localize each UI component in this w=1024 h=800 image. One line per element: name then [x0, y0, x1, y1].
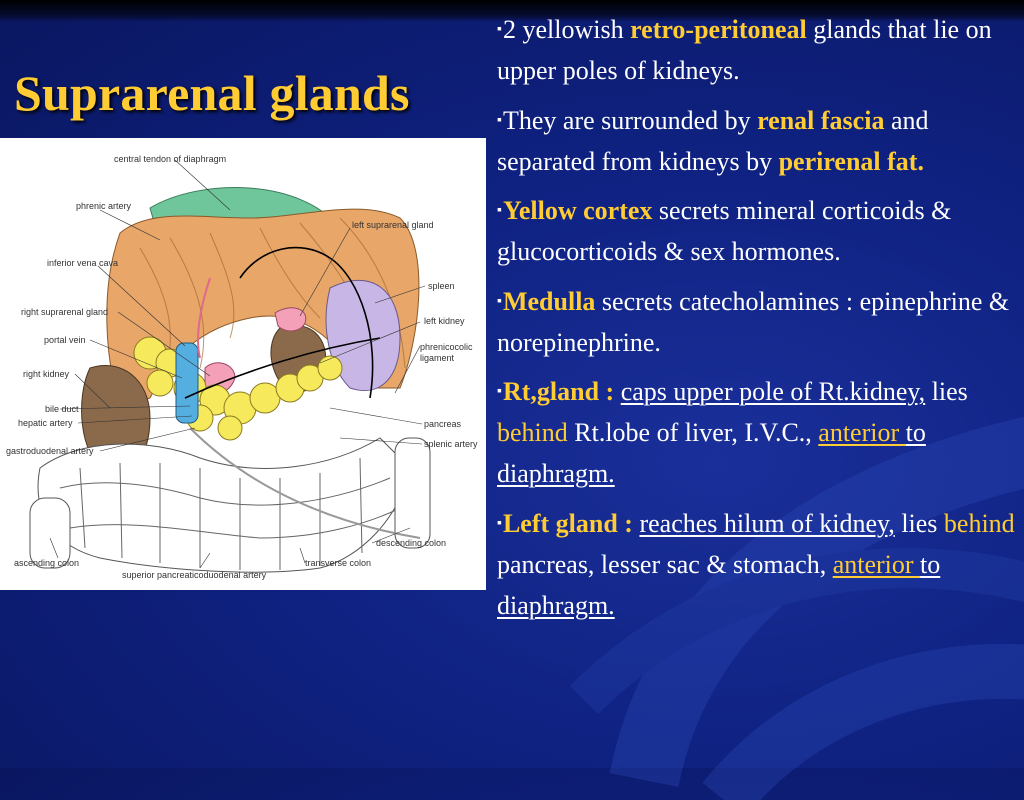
bullet-item-left-gland: ▪Left gland : reaches hilum of kidney, l… — [497, 508, 1015, 620]
bullet-icon: ▪ — [497, 203, 502, 218]
label-transverse-colon: transverse colon — [305, 558, 371, 568]
label-superior-pancreatico: superior pancreaticoduodenal artery — [122, 570, 267, 580]
bullet-item-right-gland: ▪Rt,gland : caps upper pole of Rt.kidney… — [497, 377, 968, 488]
label-splenic-artery: splenic artery — [424, 439, 478, 449]
label-bile-duct: bile duct — [45, 404, 79, 414]
slide-title: Suprarenal glands — [14, 65, 410, 121]
bullet-icon: ▪ — [497, 293, 502, 309]
bullet-icon: ▪ — [497, 112, 502, 128]
bullet-item-medulla: ▪Medulla secrets catecholamines : epinep… — [497, 286, 1010, 357]
anatomy-figure: central tendon of diaphragm phrenic arte… — [0, 138, 486, 590]
anatomy-diagram: central tendon of diaphragm phrenic arte… — [6, 154, 478, 580]
label-pancreas: pancreas — [424, 419, 462, 429]
label-ligament: ligament — [420, 353, 455, 363]
label-phrenic-artery: phrenic artery — [76, 201, 132, 211]
label-left-kidney: left kidney — [424, 316, 465, 326]
label-gastroduodenal: gastroduodenal artery — [6, 446, 94, 456]
bullet-item-retroperitoneal: ▪2 yellowish retro-peritoneal glands tha… — [497, 15, 992, 85]
label-right-suprarenal: right suprarenal gland — [21, 307, 108, 317]
bullet-icon: ▪ — [497, 384, 502, 399]
background-swirl — [569, 416, 1024, 800]
label-portal-vein: portal vein — [44, 335, 86, 345]
bullet-item-renal-fascia: ▪They are surrounded by renal fascia and… — [497, 105, 929, 176]
label-inferior-vena-cava: inferior vena cava — [47, 258, 118, 268]
bullet-item-yellow-cortex: ▪Yellow cortex secrets mineral corticoid… — [497, 196, 952, 266]
label-central-tendon: central tendon of diaphragm — [114, 154, 226, 164]
label-spleen: spleen — [428, 281, 455, 291]
bullet-icon: ▪ — [497, 22, 502, 37]
bullet-list: ▪2 yellowish retro-peritoneal glands tha… — [497, 9, 1019, 634]
label-ascending-colon: ascending colon — [14, 558, 79, 568]
label-phrenicocolic: phrenicocolic — [420, 342, 473, 352]
label-descending-colon: descending colon — [376, 538, 446, 548]
label-right-kidney: right kidney — [23, 369, 70, 379]
bullet-icon: ▪ — [497, 515, 502, 531]
label-hepatic-artery: hepatic artery — [18, 418, 73, 428]
label-left-suprarenal: left suprarenal gland — [352, 220, 434, 230]
top-band — [0, 0, 1024, 22]
